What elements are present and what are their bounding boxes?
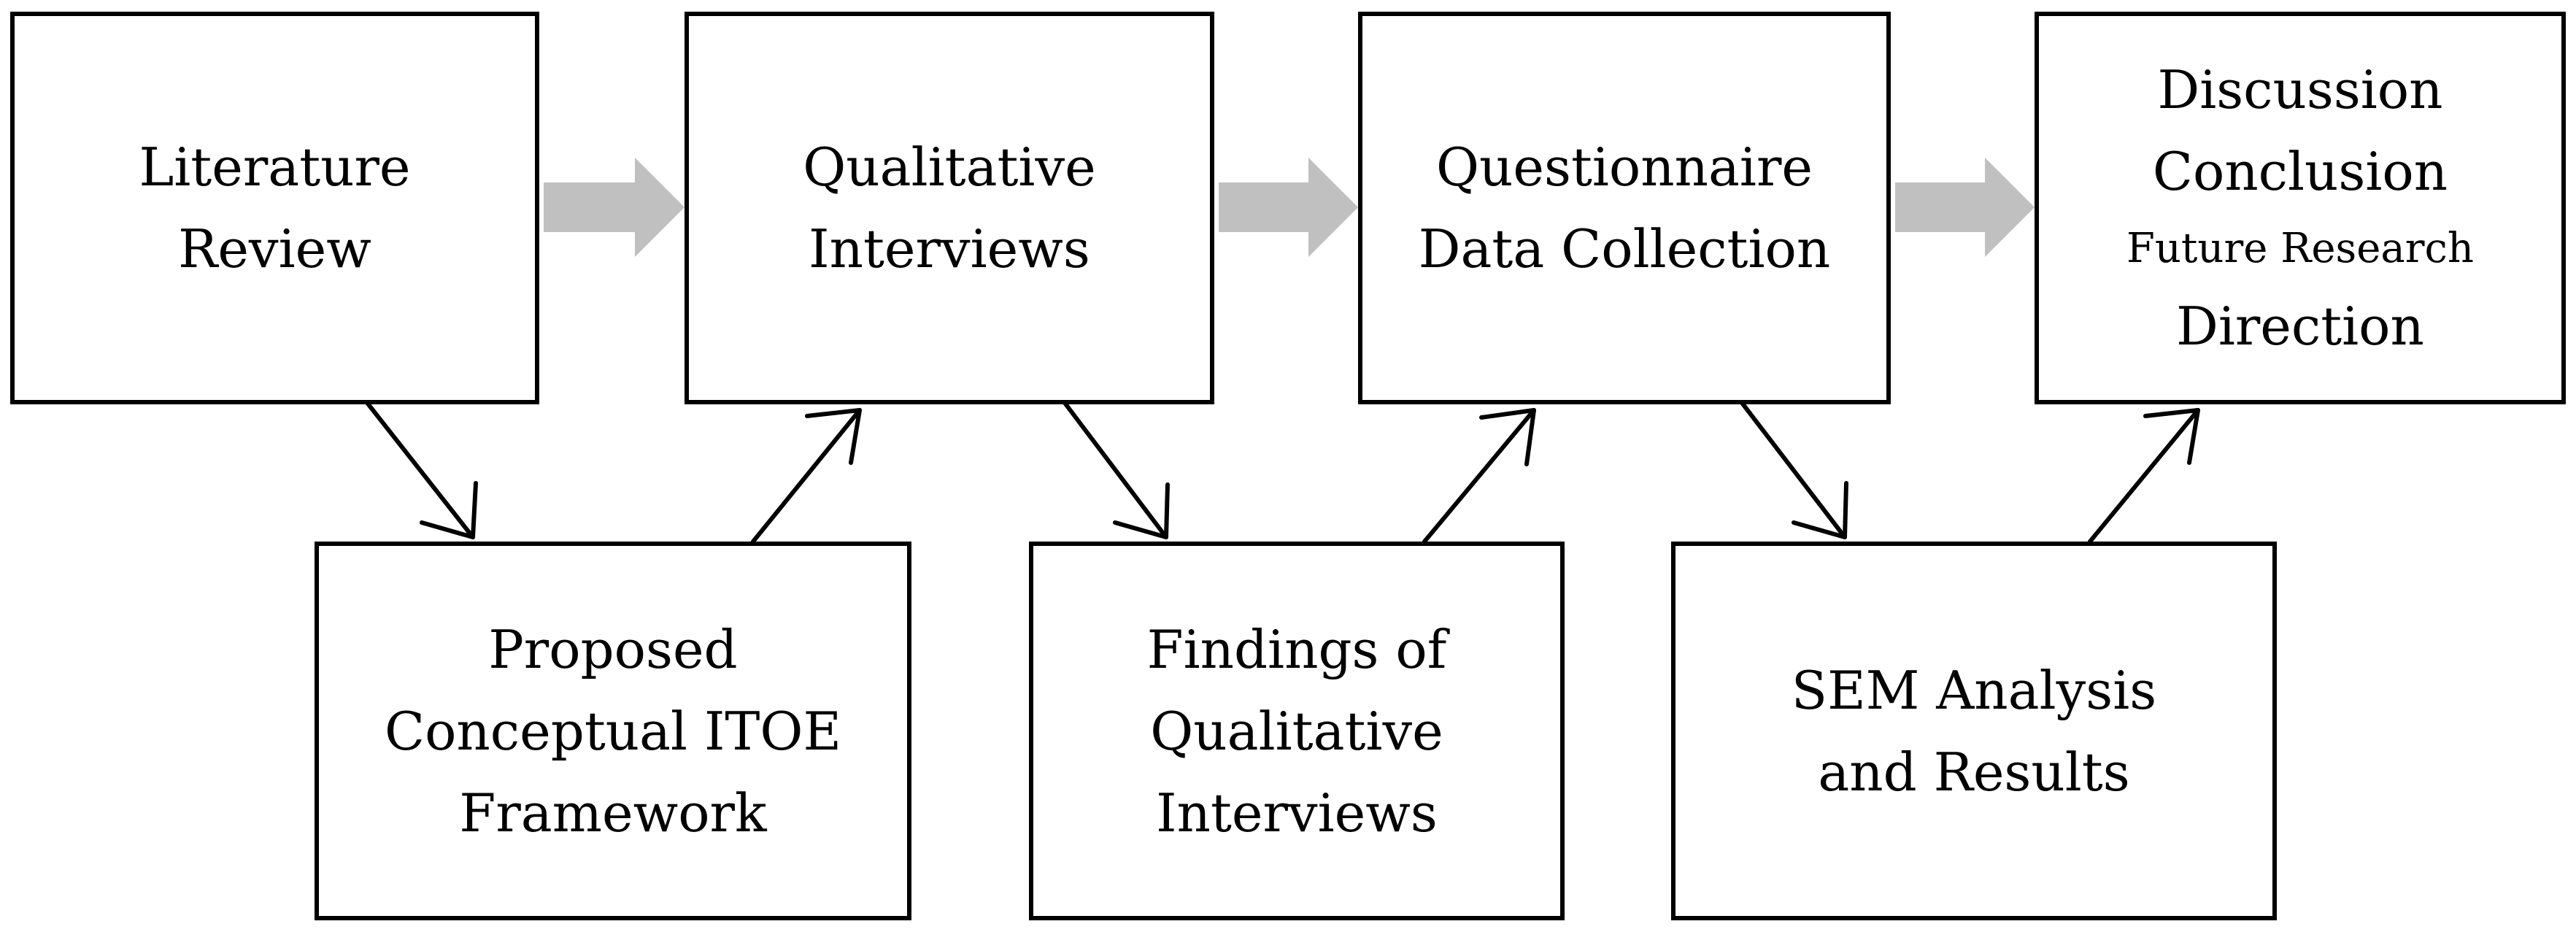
node-discussion-conclusion: Discussion Conclusion Future Research Di… xyxy=(2035,12,2566,404)
node-qualitative-interviews: Qualitative Interviews xyxy=(685,12,1214,404)
block-arrow-literature-to-qualitative xyxy=(544,158,685,257)
node-label: Qualitative Interviews xyxy=(803,126,1095,290)
node-label: Literature Review xyxy=(139,126,410,290)
block-arrow-qualitative-to-questionnaire xyxy=(1219,158,1358,257)
label-line: Direction xyxy=(2176,296,2424,357)
arrow-sem-to-discussion xyxy=(2088,408,2200,544)
arrow-questionnaire-to-sem xyxy=(1738,398,1847,539)
label-line: Findings of xyxy=(1146,618,1447,680)
node-label: Findings of Qualitative Interviews xyxy=(1147,609,1447,854)
label-line: Qualitative xyxy=(1150,700,1443,762)
label-line: Qualitative xyxy=(803,136,1096,198)
label-line: Framework xyxy=(459,782,767,844)
label-line: Interviews xyxy=(809,218,1090,280)
node-label: Discussion Conclusion Future Research Di… xyxy=(2126,49,2474,367)
arrowhead-questionnaire-to-sem xyxy=(1792,481,1848,539)
node-proposed-framework: Proposed Conceptual ITOE Framework xyxy=(315,542,911,920)
arrow-literature-to-proposed xyxy=(363,398,475,539)
label-line: Interviews xyxy=(1156,782,1438,844)
arrowhead-literature-to-proposed xyxy=(420,481,478,539)
label-line: Future Research xyxy=(2126,225,2474,272)
label-line: Conceptual ITOE xyxy=(384,700,842,762)
label-line: and Results xyxy=(1818,741,2130,803)
node-label: Questionnaire Data Collection xyxy=(1419,126,1831,290)
arrowhead-sem-to-discussion xyxy=(2143,408,2200,465)
label-line: SEM Analysis xyxy=(1791,659,2157,721)
arrowhead-proposed-to-qualitative xyxy=(805,408,862,465)
label-line: Discussion xyxy=(2157,59,2443,120)
node-literature-review: Literature Review xyxy=(10,12,539,404)
block-arrow-questionnaire-to-discussion xyxy=(1895,158,2035,257)
label-line: Conclusion xyxy=(2152,141,2448,202)
arrow-proposed-to-qualitative xyxy=(751,408,862,544)
node-label: SEM Analysis and Results xyxy=(1792,650,2156,813)
node-sem-analysis: SEM Analysis and Results xyxy=(1671,542,2277,920)
node-findings-qualitative-interviews: Findings of Qualitative Interviews xyxy=(1029,542,1565,920)
arrowhead-findings-to-questionnaire xyxy=(1479,408,1536,466)
node-questionnaire-data-collection: Questionnaire Data Collection xyxy=(1358,12,1891,404)
label-line: Proposed xyxy=(488,618,738,680)
node-label: Proposed Conceptual ITOE Framework xyxy=(385,609,841,854)
label-line: Questionnaire xyxy=(1435,136,1813,198)
arrow-qualitative-to-findings xyxy=(1060,398,1168,539)
label-line: Data Collection xyxy=(1418,218,1831,280)
label-line: Review xyxy=(178,218,371,280)
label-line: Literature xyxy=(139,136,411,198)
arrowhead-qualitative-to-findings xyxy=(1113,482,1170,539)
arrow-findings-to-questionnaire xyxy=(1422,408,1536,544)
